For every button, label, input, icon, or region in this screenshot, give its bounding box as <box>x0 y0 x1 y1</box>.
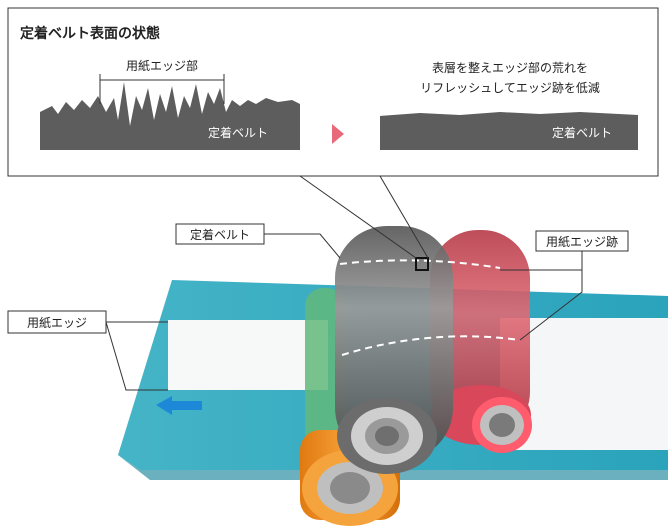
paper-sheet-left <box>168 320 328 390</box>
edge-trace-lines <box>339 259 521 356</box>
surface-state-panel: 定着ベルト表面の状態 用紙エッジ部 定着ベルト 表層を整えエッジ部の荒れを リフ… <box>7 7 659 177</box>
svg-text:用紙エッジ: 用紙エッジ <box>27 315 87 330</box>
belt-after: 表層を整えエッジ部の荒れを リフレッシュしてエッジ跡を低減 定着ベルト <box>380 60 638 150</box>
callout-paper-edge: 用紙エッジ <box>7 310 168 391</box>
panel-title: 定着ベルト表面の状態 <box>20 25 160 42</box>
red-roller <box>430 230 532 453</box>
after-belt-label: 定着ベルト <box>552 125 612 140</box>
after-caption-line2: リフレッシュしてエッジ跡を低減 <box>420 80 600 95</box>
before-bracket-label: 用紙エッジ部 <box>126 58 198 73</box>
before-belt-label: 定着ベルト <box>208 125 268 140</box>
zoom-leader-lines <box>299 175 429 259</box>
belt-before: 用紙エッジ部 定着ベルト <box>40 58 300 150</box>
arrow-left-icon <box>156 396 202 415</box>
callout-paper-edge-mark: 用紙エッジ跡 <box>500 230 629 341</box>
callout-fixing-belt: 定着ベルト <box>175 223 341 259</box>
magnify-marker <box>415 257 429 271</box>
after-caption-line1: 表層を整えエッジ部の荒れを <box>432 60 588 75</box>
paper-sheet-right <box>500 318 668 450</box>
svg-text:定着ベルト: 定着ベルト <box>190 227 250 242</box>
chevron-right-icon <box>332 124 344 144</box>
svg-text:用紙エッジ跡: 用紙エッジ跡 <box>546 234 618 249</box>
